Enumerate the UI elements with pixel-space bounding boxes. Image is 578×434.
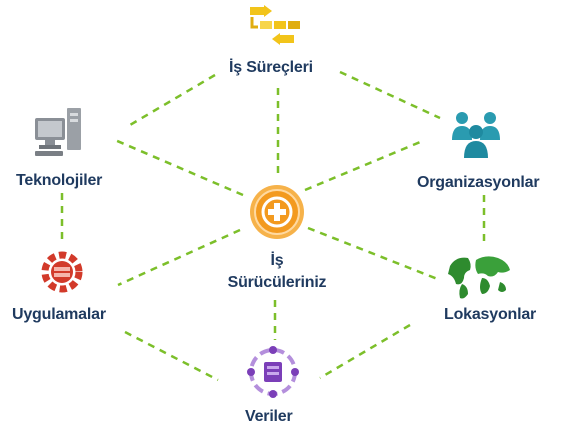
process-arrows-icon <box>250 5 300 45</box>
node-label-organizasyonlar: Organizasyonlar <box>417 174 540 191</box>
node-label-is-surecleri: İş Süreçleri <box>229 59 313 76</box>
spoke-bottom-right <box>307 226 441 282</box>
node-label-lokasyonlar: Lokasyonlar <box>444 306 537 323</box>
data-cycle-icon <box>247 346 299 398</box>
edge-bottom-left <box>124 330 219 382</box>
edge-top-left <box>129 73 216 127</box>
plus-circle-icon <box>250 185 304 239</box>
edge-top-right <box>339 70 441 120</box>
spoke-top-right <box>304 138 426 192</box>
computer-icon <box>35 108 81 156</box>
center-label-line2: Sürücüleriniz <box>227 274 327 291</box>
center-label-line1: İş <box>270 252 284 269</box>
spoke-top-left <box>114 138 244 197</box>
people-group-icon <box>452 112 500 158</box>
app-gear-icon <box>41 251 83 293</box>
node-label-teknolojiler: Teknolojiler <box>16 172 103 189</box>
node-label-veriler: Veriler <box>245 408 293 425</box>
node-label-uygulamalar: Uygulamalar <box>12 306 106 323</box>
spoke-bottom-left <box>117 228 241 287</box>
center-label: İş Sürücüleriniz <box>212 250 342 294</box>
edge-bottom-right <box>319 323 411 380</box>
world-map-icon <box>448 256 510 299</box>
